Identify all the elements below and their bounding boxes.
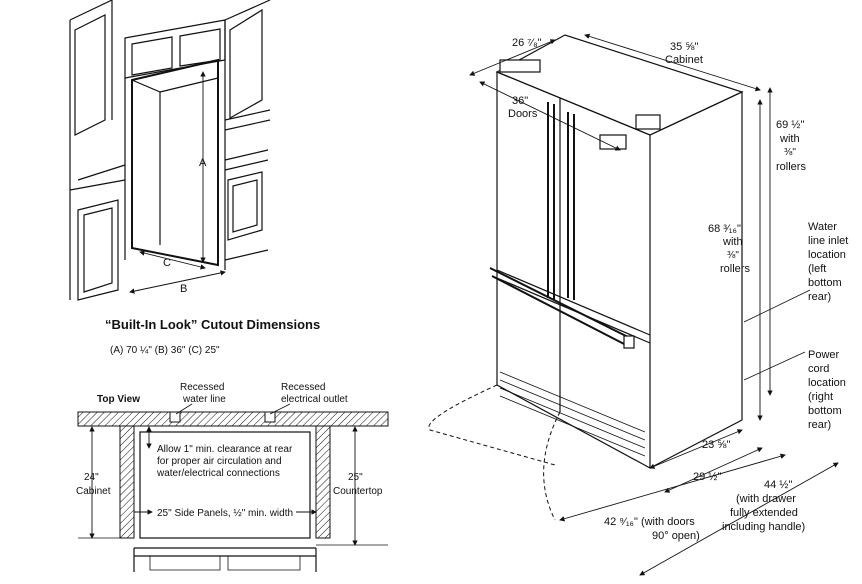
water-line-label-2: water line [182, 394, 226, 405]
height-2-roller: ⅜" [727, 250, 739, 261]
fridge-illustration [428, 33, 839, 576]
doors-width-value: 36" [512, 95, 528, 107]
water-line-box [169, 411, 181, 423]
drawer-extended-3: fully extended [730, 507, 798, 519]
depth-top-label: 26 ⁷⁄₈" [512, 37, 542, 49]
height-2-with: with [722, 236, 743, 248]
height-1-with: with [779, 133, 800, 145]
height-1-rollers: rollers [776, 161, 806, 173]
depth-2-label: 29 ½" [693, 471, 721, 483]
depth-1-label: 23 ⅝" [702, 439, 730, 451]
cutout-illustration: A C B [69, 0, 271, 301]
water-inlet-3: location [808, 249, 846, 261]
water-inlet-5: bottom [808, 277, 842, 289]
cabinet-width-value: 35 ⅝" [670, 41, 698, 53]
power-cord-1: Power [808, 349, 840, 361]
water-inlet-4: (left [808, 263, 826, 275]
outlet-label-2: electrical outlet [281, 394, 348, 405]
countertop-depth-label: Countertop [333, 486, 383, 497]
clearance-note-3: water/electrical connections [156, 468, 280, 479]
height-2-rollers: rollers [720, 263, 750, 275]
power-cord-2: cord [808, 363, 829, 375]
top-view: Top View Recessed water line Recessed el… [76, 382, 389, 572]
cabinet-width-label: Cabinet [665, 54, 703, 66]
drawer-extended-1: 44 ½" [764, 479, 792, 491]
label-b: B [180, 283, 187, 295]
power-cord-6: rear) [808, 419, 831, 431]
outlet-label-1: Recessed [281, 382, 325, 393]
drawer-extended-2: (with drawer [736, 493, 796, 505]
doors-open-1: 42 ⁹⁄₁₆" (with doors [604, 516, 695, 528]
power-cord-4: (right [808, 391, 833, 403]
power-cord-3: location [808, 377, 846, 389]
label-a: A [199, 157, 207, 169]
water-inlet-1: Water [808, 221, 837, 233]
doors-width-label: Doors [508, 108, 538, 120]
side-panels-label: 25" Side Panels, ½" min. width [157, 508, 293, 519]
clearance-note-2: for proper air circulation and [157, 456, 282, 467]
height-2-value: 68 ³⁄₁₆" [708, 223, 741, 235]
top-view-title: Top View [97, 394, 140, 405]
outlet-box [264, 411, 276, 423]
doors-open-2: 90° open) [652, 530, 700, 542]
clearance-note-1: Allow 1" min. clearance at rear [157, 444, 293, 455]
height-1-roller: ⅜" [784, 147, 796, 158]
water-line-label-1: Recessed [180, 382, 224, 393]
cabinet-depth-value: 24" [84, 472, 99, 483]
label-c: C [163, 257, 171, 269]
power-cord-5: bottom [808, 405, 842, 417]
drawer-extended-4: including handle) [722, 521, 805, 533]
countertop-depth-value: 25" [348, 472, 363, 483]
water-inlet-2: line inlet [808, 235, 848, 247]
height-1-value: 69 ½" [776, 119, 804, 131]
cutout-title: “Built-In Look” Cutout Dimensions [105, 317, 320, 332]
water-inlet-6: rear) [808, 291, 831, 303]
cutout-dimensions: (A) 70 ¼" (B) 36" (C) 25" [110, 344, 220, 356]
cabinet-depth-label: Cabinet [76, 486, 111, 497]
